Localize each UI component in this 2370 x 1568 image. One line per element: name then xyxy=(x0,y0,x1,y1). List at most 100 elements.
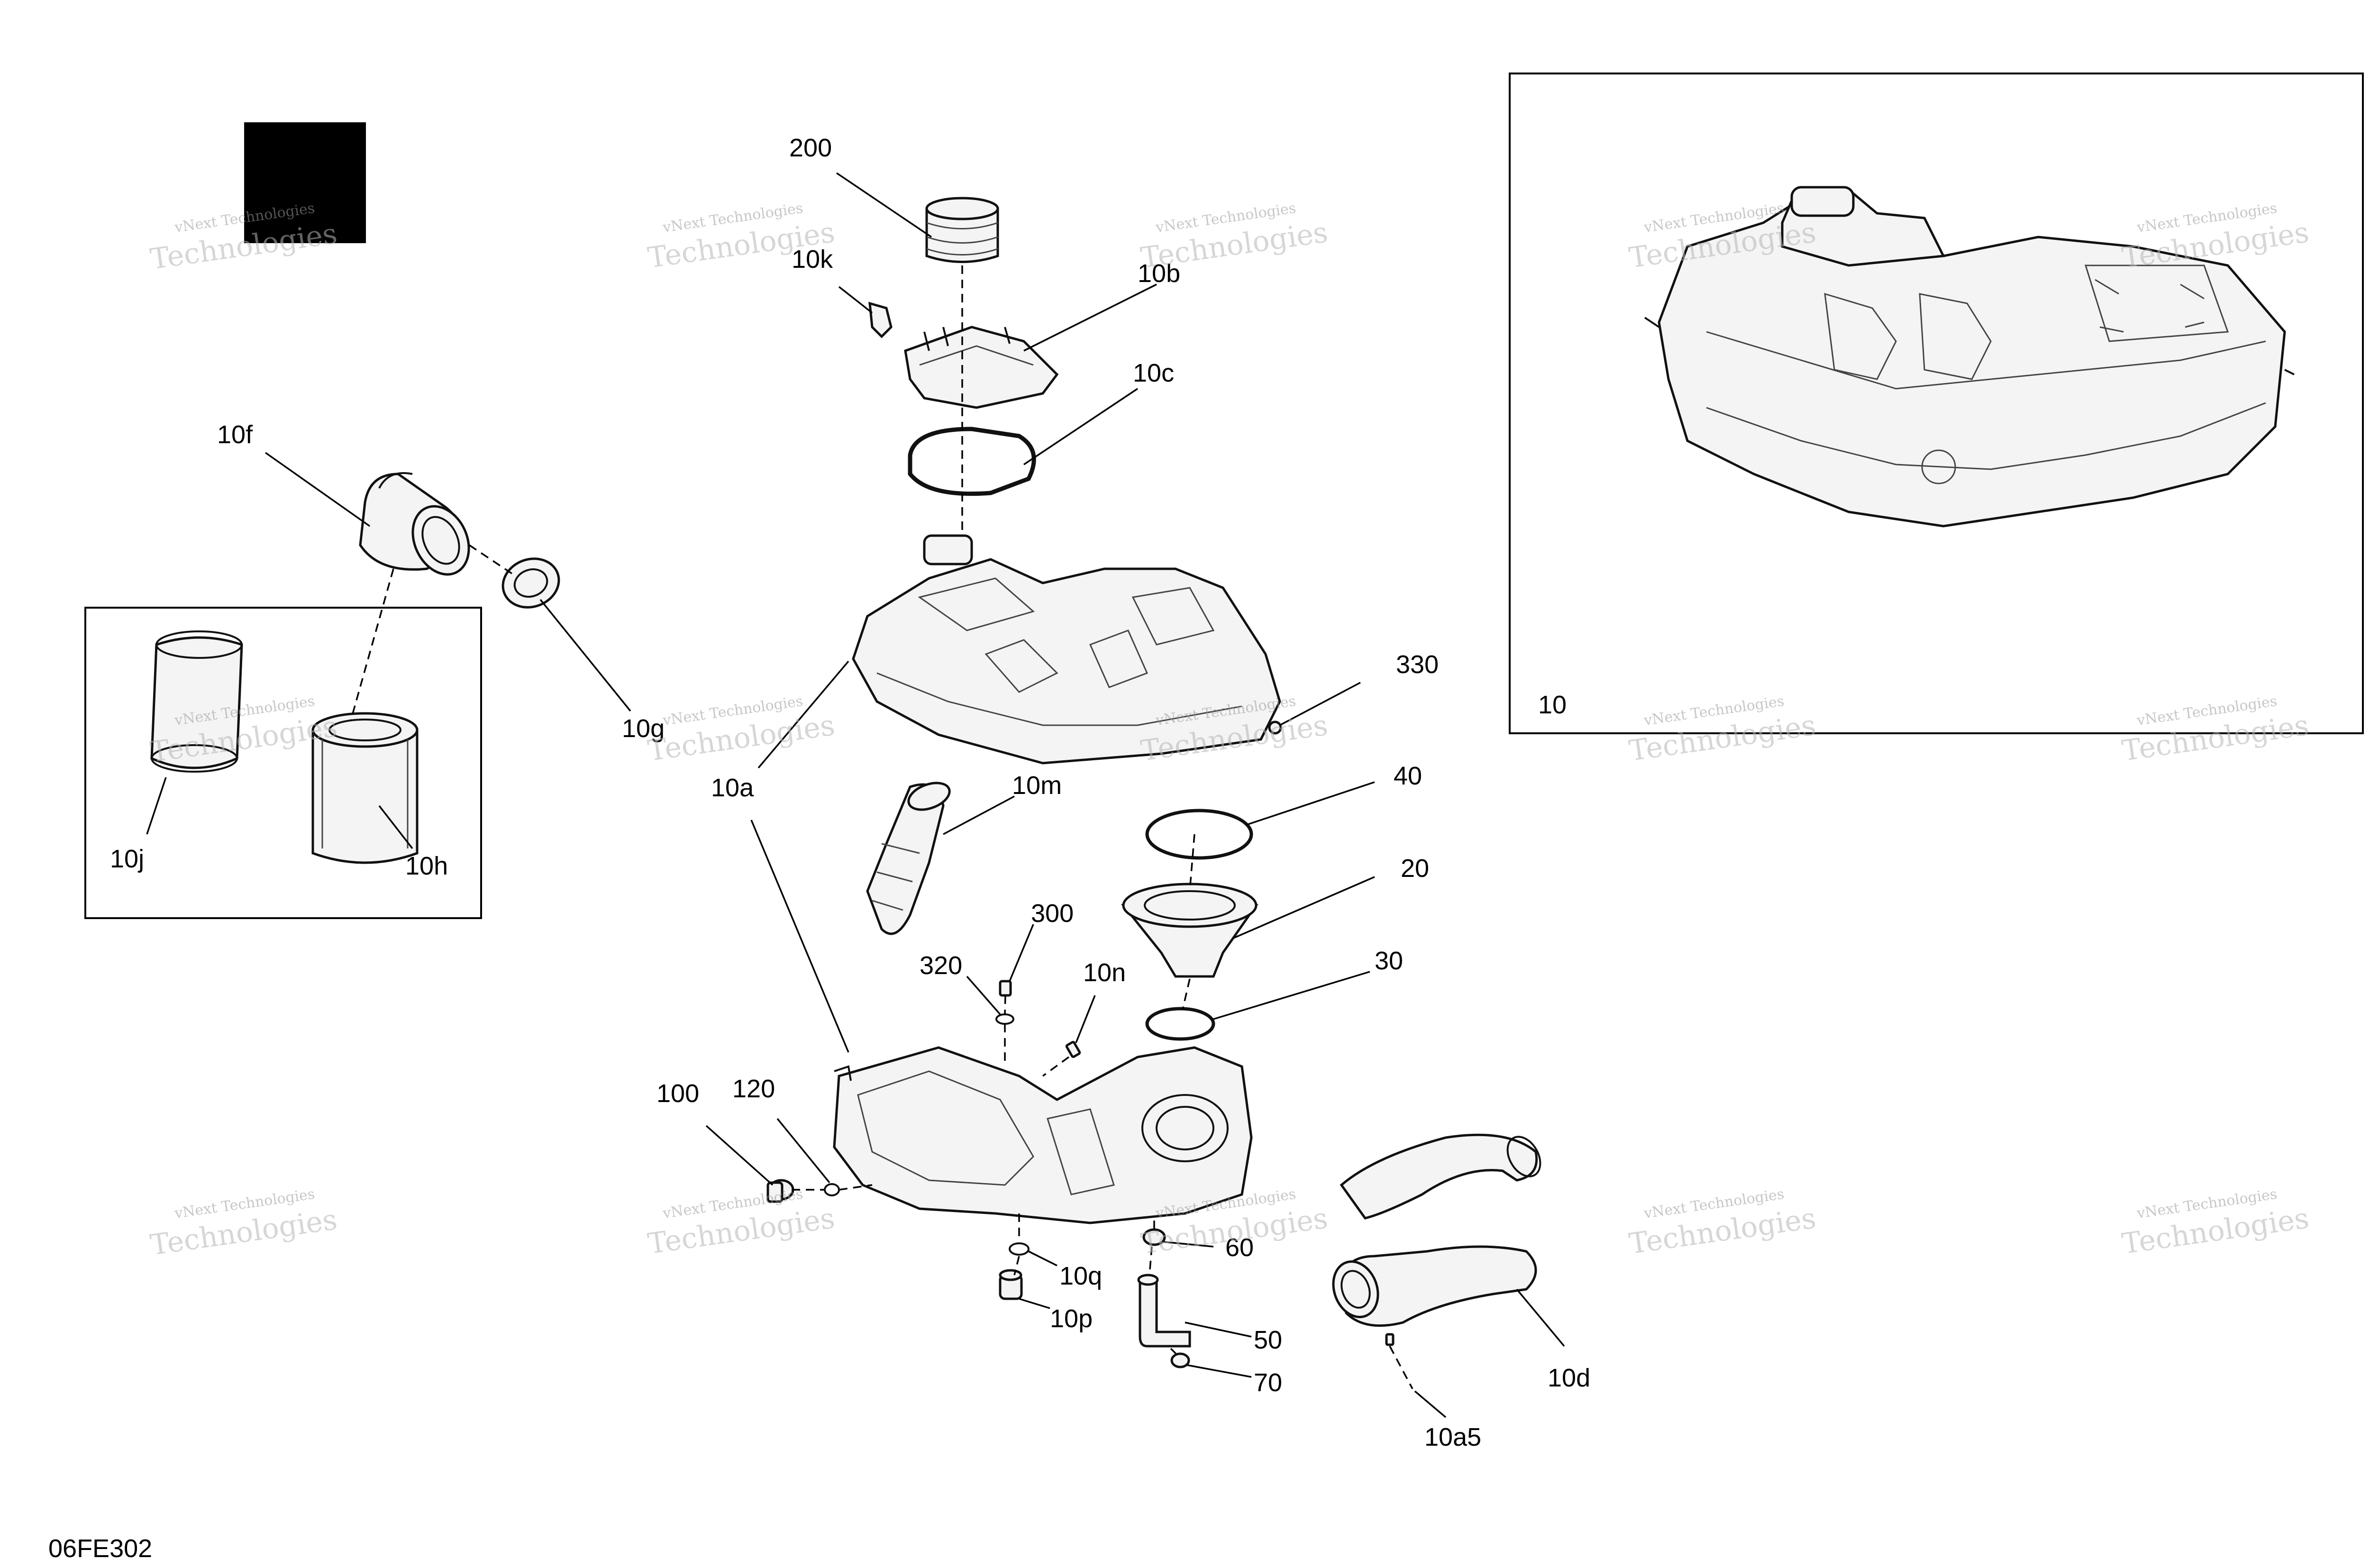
callout-10d: 10d xyxy=(1548,1364,1590,1392)
part-300-screw xyxy=(999,980,1012,997)
callout-120: 120 xyxy=(732,1075,775,1103)
leader-10c xyxy=(1023,388,1138,465)
watermark-11: vNext Technologies Technologies xyxy=(148,1186,339,1262)
dash-10a5 xyxy=(1389,1346,1413,1389)
dash-100-120 xyxy=(792,1184,873,1191)
part-lower-housing xyxy=(833,1046,1253,1224)
black-square-marker xyxy=(244,122,366,243)
part-10n-screw xyxy=(1065,1040,1081,1058)
part-60-clamp xyxy=(1142,1228,1166,1246)
watermark-15: vNext Technologies Technologies xyxy=(2120,1186,2311,1261)
leader-10p xyxy=(1019,1298,1050,1309)
leader-320 xyxy=(966,975,1001,1015)
part-10h-filter xyxy=(311,712,419,864)
watermark-1: vNext Technologies Technologies xyxy=(148,200,339,276)
part-120-clip xyxy=(824,1183,840,1196)
leader-50 xyxy=(1185,1322,1252,1338)
part-10c-gasket xyxy=(908,427,1036,496)
leader-10f xyxy=(264,452,371,527)
leader-10a xyxy=(757,660,849,769)
part-10g-seal xyxy=(501,557,560,609)
leader-300 xyxy=(1009,924,1034,982)
callout-70: 70 xyxy=(1254,1368,1282,1397)
callout-10a5: 10a5 xyxy=(1424,1423,1481,1451)
leader-10d xyxy=(1516,1288,1565,1347)
watermark-9: vNext Technologies Technologies xyxy=(1627,693,1818,768)
part-40-clamp xyxy=(1145,809,1253,860)
leader-330 xyxy=(1279,682,1361,726)
leader-10h xyxy=(378,805,413,849)
callout-100: 100 xyxy=(656,1079,699,1108)
part-10f-elbow xyxy=(359,472,470,576)
part-10a-upper-housing xyxy=(852,534,1281,765)
part-50-elbow xyxy=(1137,1274,1191,1348)
leader-120 xyxy=(776,1118,830,1184)
callout-60: 60 xyxy=(1225,1233,1254,1262)
leader-200 xyxy=(836,172,932,238)
leader-70 xyxy=(1187,1364,1252,1378)
callout-50: 50 xyxy=(1254,1326,1282,1354)
leader-10j xyxy=(146,777,167,835)
filter-detail-frame xyxy=(84,607,482,919)
watermark-10: vNext Technologies Technologies xyxy=(2120,693,2311,768)
callout-20: 20 xyxy=(1401,854,1429,883)
callout-10q: 10q xyxy=(1059,1262,1102,1290)
callout-10c: 10c xyxy=(1133,359,1174,387)
leader-10g xyxy=(539,599,631,712)
part-10d-duct-lower xyxy=(1332,1245,1537,1327)
callout-10a: 10a xyxy=(711,774,754,802)
part-10q-clip xyxy=(1009,1242,1030,1256)
dash-10q xyxy=(1013,1213,1020,1276)
watermark-3: vNext Technologies Technologies xyxy=(1139,200,1330,275)
part-30-clamp xyxy=(1145,1007,1215,1041)
callout-10n: 10n xyxy=(1083,958,1126,987)
leader-lower-housing xyxy=(750,820,849,1053)
inset-frame xyxy=(1509,73,2364,734)
leader-30 xyxy=(1213,971,1370,1020)
assembled-tank-drawing xyxy=(1644,186,2295,528)
dash-10n xyxy=(1042,1056,1070,1077)
part-10b-cover xyxy=(904,326,1059,409)
leader-60 xyxy=(1163,1241,1214,1248)
callout-30: 30 xyxy=(1375,947,1403,975)
part-10m-hose xyxy=(866,782,951,935)
drawing-code: 06FE302 xyxy=(48,1534,152,1563)
callout-10p: 10p xyxy=(1050,1304,1093,1333)
part-100-fitting xyxy=(766,1179,794,1203)
leader-40 xyxy=(1246,781,1375,826)
callout-200: 200 xyxy=(789,134,832,162)
callout-10f: 10f xyxy=(217,420,253,449)
part-10d-duct-upper xyxy=(1340,1133,1541,1220)
callout-330: 330 xyxy=(1396,650,1439,679)
leader-10b xyxy=(1023,283,1157,352)
callout-320: 320 xyxy=(920,951,962,980)
callout-10m: 10m xyxy=(1012,771,1062,800)
callout-10b: 10b xyxy=(1138,259,1180,288)
part-20-adapter xyxy=(1121,883,1258,978)
part-10a5-screw xyxy=(1385,1333,1395,1346)
part-10k-clip xyxy=(868,301,893,338)
leader-10m xyxy=(943,795,1015,835)
leader-10q xyxy=(1028,1250,1057,1267)
callout-10g: 10g xyxy=(622,714,665,743)
dash-10f-10h xyxy=(350,568,394,721)
callout-10h: 10h xyxy=(405,852,448,880)
callout-10k: 10k xyxy=(792,245,833,273)
callout-40: 40 xyxy=(1394,762,1422,790)
leader-10a5 xyxy=(1414,1390,1447,1418)
dash-10f-10g xyxy=(469,544,512,574)
watermark-7: vNext Technologies Technologies xyxy=(646,693,837,768)
part-200-boot xyxy=(925,197,999,263)
watermark-12: vNext Technologies Technologies xyxy=(646,1186,837,1261)
leader-100 xyxy=(705,1125,774,1186)
part-70-clamp xyxy=(1170,1352,1190,1368)
part-330-fastener xyxy=(1268,720,1282,735)
part-320-washer xyxy=(995,1013,1014,1025)
callout-10j: 10j xyxy=(110,845,144,873)
leader-20 xyxy=(1232,876,1375,939)
watermark-14: vNext Technologies Technologies xyxy=(1627,1186,1818,1261)
part-10p-cap xyxy=(999,1269,1023,1300)
dash-right-stack xyxy=(1182,834,1195,1010)
leader-10n xyxy=(1075,995,1096,1043)
